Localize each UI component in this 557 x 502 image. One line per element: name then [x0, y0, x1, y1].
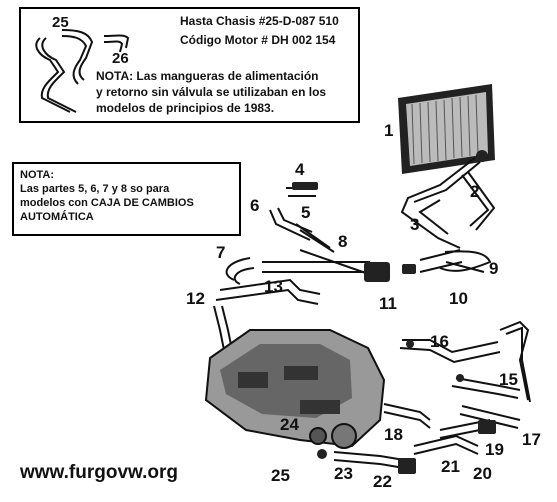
- callout-4: 4: [295, 160, 305, 179]
- callout-19: 19: [485, 440, 504, 459]
- callout-11: 11: [379, 294, 397, 313]
- callout-5: 5: [301, 203, 311, 222]
- top-note-line: modelos de principios de 1983.: [96, 101, 275, 115]
- callout-17: 17: [522, 430, 541, 449]
- automatic-note-line: AUTOMÁTICA: [20, 211, 94, 223]
- automatic-note-line: Las partes 5, 6, 7 y 8 so para: [20, 183, 170, 195]
- callout-22: 22: [373, 472, 392, 491]
- website-footer: www.furgovw.org: [20, 462, 178, 483]
- top-note-line: y retorno sin válvula se utilizaban en l…: [96, 85, 327, 99]
- chassis-line: Hasta Chasis #25-D-087 510: [180, 14, 339, 28]
- callout-20: 20: [473, 464, 492, 483]
- callout-2: 2: [470, 182, 480, 201]
- callout-1: 1: [384, 121, 394, 140]
- automatic-note: NOTA: Las partes 5, 6, 7 y 8 so para mod…: [20, 168, 194, 224]
- callout-6: 6: [250, 196, 260, 215]
- automatic-note-line: modelos con CAJA DE CAMBIOS: [20, 197, 194, 209]
- callout-9: 9: [489, 259, 499, 278]
- callout-23: 23: [334, 464, 353, 483]
- callout-25-top: 25: [52, 14, 69, 31]
- callout-7: 7: [216, 243, 226, 262]
- callout-26-top: 26: [112, 50, 129, 67]
- top-note: NOTA: Las mangueras de alimentación y re…: [96, 68, 326, 116]
- callout-13: 13: [264, 277, 283, 296]
- callout-8: 8: [338, 232, 348, 251]
- callout-21: 21: [441, 457, 460, 476]
- hose-25-26-drawing: [35, 29, 130, 113]
- fittings: [292, 182, 496, 474]
- callout-25: 25: [271, 466, 290, 485]
- automatic-note-line: NOTA:: [20, 169, 55, 181]
- callout-3: 3: [410, 215, 420, 234]
- callout-12: 12: [186, 289, 205, 308]
- radiator-drawing: [398, 84, 495, 174]
- top-note-line: NOTA: Las mangueras de alimentación: [96, 69, 319, 83]
- callout-10: 10: [449, 289, 468, 308]
- engine-code-line: Código Motor # DH 002 154: [180, 33, 336, 47]
- engine-drawing: [204, 329, 386, 449]
- callout-18: 18: [384, 425, 403, 444]
- callout-24: 24: [280, 415, 299, 434]
- info-box-automatic: [12, 162, 241, 236]
- callout-16: 16: [430, 332, 449, 351]
- callout-15: 15: [499, 370, 518, 389]
